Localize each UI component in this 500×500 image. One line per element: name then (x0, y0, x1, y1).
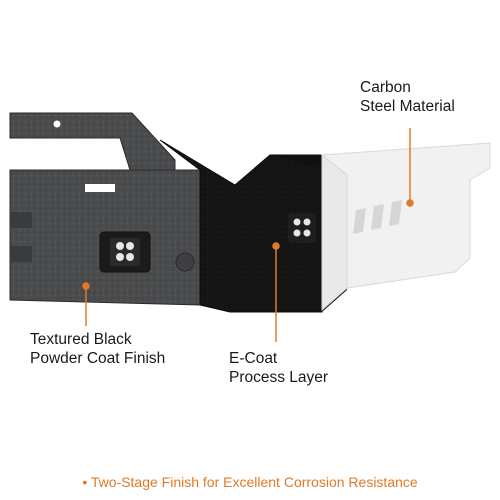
footer-tagline: • Two-Stage Finish for Excellent Corrosi… (82, 474, 418, 490)
led-work-light-icon (288, 213, 316, 243)
callout-ecoat-layer: E-Coat Process Layer (229, 349, 328, 387)
callout-carbon-steel: Carbon Steel Material (360, 78, 455, 116)
textured-section (9, 112, 201, 306)
callout-line-1: Textured Black (30, 331, 132, 348)
callout-line-2: Steel Material (360, 98, 455, 115)
led-work-light-icon (99, 231, 151, 273)
callout-line-2: Process Layer (229, 369, 329, 386)
raw-steel-section (320, 142, 491, 312)
callout-lines (82, 128, 414, 342)
callout-line-1: E-Coat (229, 350, 278, 367)
callout-line-1: Carbon (360, 79, 411, 96)
callout-line-2: Powder Coat Finish (30, 350, 166, 367)
callout-textured-finish: Textured Black Powder Coat Finish (30, 330, 165, 368)
